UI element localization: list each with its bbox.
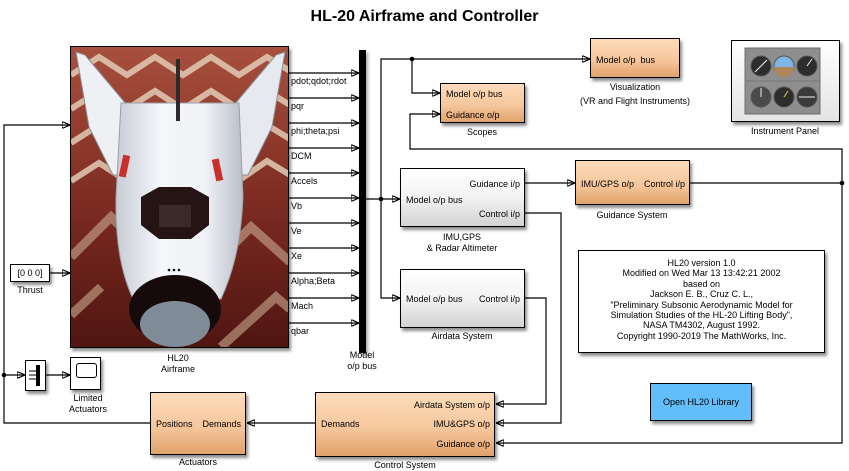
airdata-system-block[interactable]: Model o/p bus Control i/p xyxy=(400,269,525,328)
mux-icon xyxy=(29,365,40,386)
imu-label-line: & Radar Altimeter xyxy=(426,243,498,253)
signal-label: Alpha;Beta xyxy=(291,276,336,286)
imu-label-line: IMU,GPS xyxy=(442,232,481,242)
visualization-label-line: (VR and Flight Instruments) xyxy=(579,96,691,106)
airframe-label-line: HL20 xyxy=(167,353,189,363)
port-model-input: Model o/p bus xyxy=(446,89,503,99)
scope-icon xyxy=(76,363,97,378)
signal-label: Accels xyxy=(291,176,318,186)
wire-guidance-to-control[interactable] xyxy=(496,183,843,443)
wire-actuator-positions-feedback[interactable] xyxy=(3,125,150,424)
airdata-system-label: Airdata System xyxy=(431,331,493,341)
wire-bus-to-scopes[interactable] xyxy=(411,59,440,93)
junction-dot xyxy=(1,372,7,378)
bus-label-line: Model xyxy=(349,350,375,360)
info-line: "Preliminary Subsonic Aerodynamic Model … xyxy=(610,299,793,310)
instrument-panel-label: Instrument Panel xyxy=(750,126,820,136)
scopes-label: Scopes xyxy=(466,127,498,137)
signal-label: pqr xyxy=(291,101,305,111)
visualization-block[interactable]: Model o/p bus xyxy=(590,38,680,78)
airframe-label-line: Airframe xyxy=(160,364,195,374)
signal-label: Vb xyxy=(291,201,303,211)
info-line: NASA TM4302, August 1992. xyxy=(643,320,760,331)
visualization-label-line: Visualization xyxy=(609,82,661,92)
instrument-panel-icon xyxy=(732,41,839,121)
port-demands-input: Demands xyxy=(202,419,241,429)
info-line: HL20 version 1.0 xyxy=(667,258,736,268)
imu-label: IMU,GPS & Radar Altimeter xyxy=(402,232,522,254)
thrust-value: [0 0 0] xyxy=(17,268,43,278)
hl20-airframe-block[interactable] xyxy=(70,46,289,348)
port-guidance-input: Guidance o/p xyxy=(436,439,490,449)
limited-actuators-scope-block[interactable] xyxy=(70,357,101,390)
port-guidance-input: Guidance o/p xyxy=(446,110,500,120)
control-system-label: Control System xyxy=(374,460,436,470)
bus-label-line: o/p bus xyxy=(347,361,377,371)
info-line: Copyright 1990-2019 The MathWorks, Inc. xyxy=(616,330,787,341)
port-model-input: Model o/p bus xyxy=(596,55,656,65)
port-imu-input: IMU/GPS o/p xyxy=(581,179,635,189)
model-info-annotation: HL20 version 1.0 Modified on Wed Mar 13 … xyxy=(578,250,825,353)
port-airdata-input: Airdata System o/p xyxy=(413,400,490,410)
instrument-panel-block[interactable] xyxy=(731,40,840,122)
port-control-output: Control i/p xyxy=(643,179,685,189)
scopes-block[interactable]: Model o/p bus Guidance o/p xyxy=(440,83,525,123)
info-line: Simulation Studies of the HL-20 Lifting … xyxy=(610,310,793,321)
open-hl20-library-button[interactable]: Open HL20 Library xyxy=(650,383,752,421)
port-control-output: Control i/p xyxy=(478,209,520,219)
port-demands-output: Demands xyxy=(321,419,360,429)
info-line: Modified on Wed Mar 13 13:42:21 2002 xyxy=(622,268,781,279)
actuators-block[interactable]: Positions Demands xyxy=(150,392,246,455)
guidance-system-label: Guidance System xyxy=(596,210,668,220)
wire-bus-to-visualization[interactable] xyxy=(380,59,590,199)
wire-bus-to-airdata[interactable] xyxy=(380,199,400,298)
mux-block[interactable] xyxy=(25,360,46,391)
info-line: Jackson E. B., Cruz C. L., xyxy=(649,289,754,300)
port-positions-output: Positions xyxy=(156,419,193,429)
model-title: HL-20 Airframe and Controller xyxy=(310,8,539,25)
signal-label: qbar xyxy=(291,326,310,336)
limited-actuators-label-line: Actuators xyxy=(68,404,108,414)
signal-label: phi;theta;psi xyxy=(291,126,340,136)
guidance-system-block[interactable]: IMU/GPS o/p Control i/p xyxy=(575,160,690,205)
control-system-block[interactable]: Airdata System o/p Demands IMU&GPS o/p G… xyxy=(315,392,495,457)
port-model-input: Model o/p bus xyxy=(406,294,463,304)
wire-guidance-to-scopes[interactable] xyxy=(409,114,843,183)
thrust-label: Thrust xyxy=(17,285,43,295)
limited-actuators-label: Limited Actuators xyxy=(48,393,128,415)
imu-gps-radar-block[interactable]: Guidance i/p Model o/p bus Control i/p xyxy=(400,168,525,227)
airframe-label: HL20 Airframe xyxy=(128,353,228,375)
signal-label: Mach xyxy=(291,301,314,311)
bus-label: Model o/p bus xyxy=(322,350,402,372)
visualization-label: Visualization (VR and Flight Instruments… xyxy=(555,82,715,107)
signal-label: Ve xyxy=(291,226,302,236)
hl20-aircraft-image xyxy=(71,47,288,347)
model-output-bus-creator[interactable] xyxy=(359,50,366,353)
wire-imu-to-control[interactable] xyxy=(496,212,562,423)
port-imu-gps-input: IMU&GPS o/p xyxy=(433,419,490,429)
port-model-input: Model o/p bus xyxy=(406,195,463,205)
port-control-output: Control i/p xyxy=(478,294,520,304)
wire-airdata-to-control[interactable] xyxy=(496,297,547,404)
port-guidance-output: Guidance i/p xyxy=(469,179,520,189)
info-line: based on xyxy=(682,278,721,289)
signal-label: Xe xyxy=(291,251,303,261)
actuators-label: Actuators xyxy=(178,457,218,467)
limited-actuators-label-line: Limited xyxy=(73,393,103,403)
signal-label: DCM xyxy=(291,151,312,161)
signal-label: pdot;qdot;rdot xyxy=(291,76,347,86)
thrust-constant-block[interactable]: [0 0 0] xyxy=(10,264,50,282)
